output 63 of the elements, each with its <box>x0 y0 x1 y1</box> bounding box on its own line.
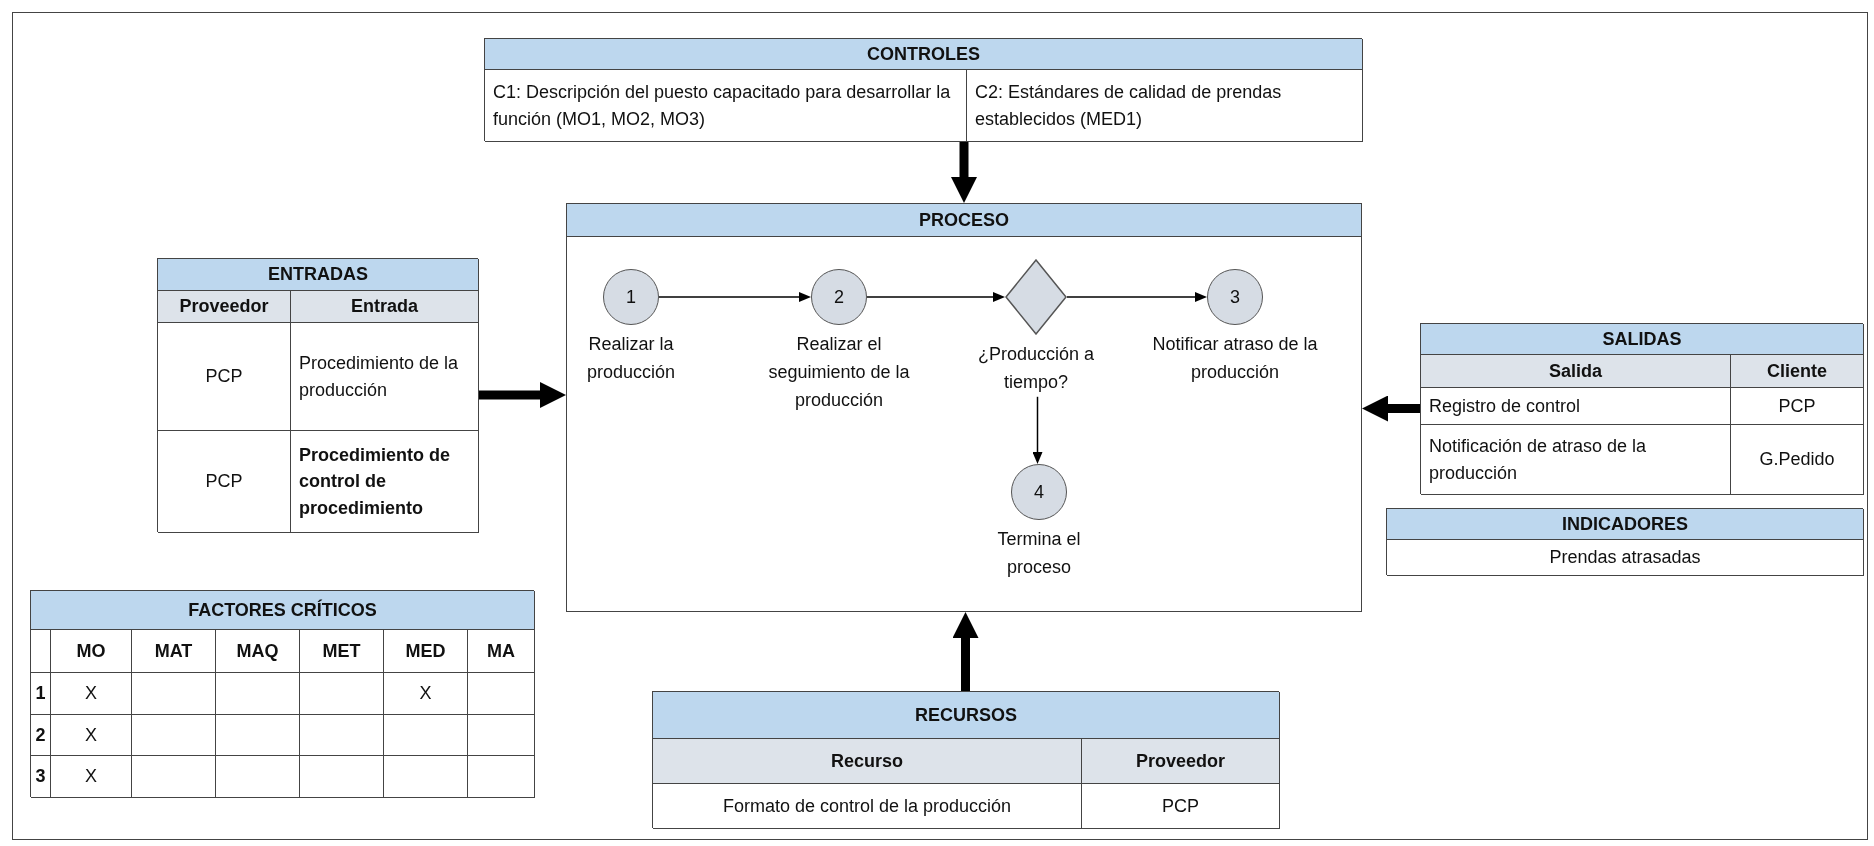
table-header: FACTORES CRÍTICOS <box>31 591 535 630</box>
table-cell: PCP <box>158 323 291 431</box>
table-header: INDICADORES <box>1387 509 1864 540</box>
block-arrow <box>951 141 977 203</box>
step-label: Realizar la producción <box>585 333 677 384</box>
table-cell: C2: Estándares de calidad de prendas establecidos (MED1) <box>967 70 1363 142</box>
step-label: Termina el proceso <box>996 528 1082 579</box>
table-cell: X <box>51 715 132 756</box>
column-header: Proveedor <box>158 291 291 323</box>
table <box>157 258 478 532</box>
table-cell: Procedimiento de la producción <box>291 323 479 431</box>
step-circle: 2 <box>811 269 867 325</box>
column-header: Cliente <box>1731 355 1864 388</box>
column-header: Proveedor <box>1082 739 1280 784</box>
table-cell: X <box>51 756 132 798</box>
table-cell: 3 <box>31 756 51 798</box>
step-circle: 3 <box>1207 269 1263 325</box>
table-cell: X <box>384 673 468 715</box>
table <box>30 590 534 797</box>
table-header: ENTRADAS <box>158 259 479 291</box>
block-arrow <box>1362 395 1420 422</box>
table-cell: PCP <box>1082 784 1280 829</box>
step-label: Notificar atraso de la producción <box>1151 333 1319 384</box>
arrow <box>1066 292 1207 302</box>
table-cell: X <box>51 673 132 715</box>
table-cell: Formato de control de la producción <box>653 784 1082 829</box>
column-header: Recurso <box>653 739 1082 784</box>
step-circle: 4 <box>1011 464 1067 520</box>
table-header: CONTROLES <box>485 39 1363 70</box>
step-label: Realizar el seguimiento de la producción <box>767 333 911 412</box>
arrow <box>658 292 811 302</box>
table-cell: G.Pedido <box>1731 425 1864 495</box>
step-circle: 1 <box>603 269 659 325</box>
table-header: RECURSOS <box>653 692 1280 739</box>
table-cell: 1 <box>31 673 51 715</box>
block-arrow <box>952 612 979 691</box>
table-cell: MO <box>51 630 132 673</box>
table-cell: PCP <box>158 431 291 533</box>
table <box>1386 508 1863 575</box>
table-cell: Prendas atrasadas <box>1387 540 1864 576</box>
table-cell: MET <box>300 630 384 673</box>
table-cell: MA <box>468 630 535 673</box>
process-panel <box>566 203 1362 612</box>
arrow <box>1032 396 1043 464</box>
column-header: Salida <box>1421 355 1731 388</box>
arrow <box>866 292 1005 302</box>
block-arrow <box>478 382 566 408</box>
table-cell: MAT <box>132 630 216 673</box>
table-cell: Registro de control <box>1421 388 1731 425</box>
table-cell: MED <box>384 630 468 673</box>
table-header: SALIDAS <box>1421 324 1864 355</box>
step-label: ¿Producción a tiempo? <box>976 343 1096 394</box>
table-cell: C1: Descripción del puesto capacitado para desarrollar la función (MO1, MO2, MO3) <box>485 70 967 142</box>
column-header: Entrada <box>291 291 479 323</box>
table-cell: 2 <box>31 715 51 756</box>
panel-title: PROCESO <box>567 204 1361 237</box>
table-cell: Notificación de atraso de la producción <box>1421 425 1731 495</box>
table-cell: MAQ <box>216 630 300 673</box>
table <box>484 38 1362 141</box>
table <box>1420 323 1863 494</box>
table-cell: Procedimiento de control de procedimiento <box>291 431 479 533</box>
table-cell: PCP <box>1731 388 1864 425</box>
table <box>652 691 1279 828</box>
